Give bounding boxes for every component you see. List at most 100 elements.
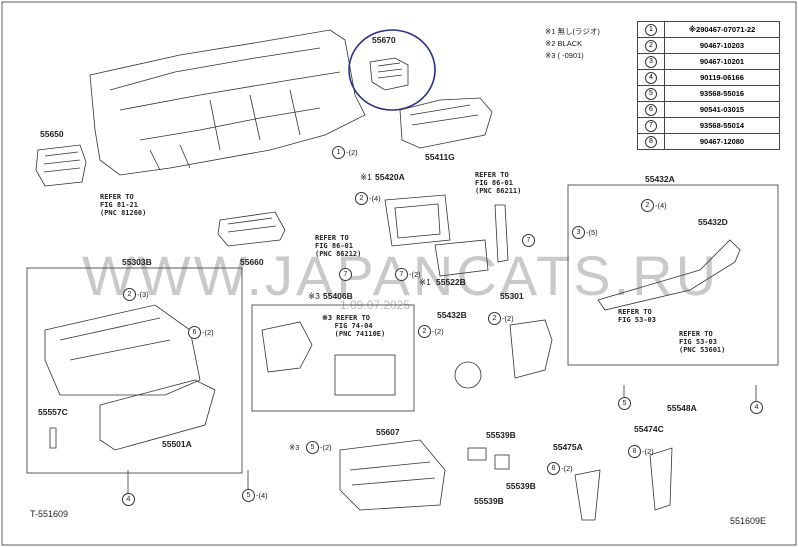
part-label-55501A[interactable]: 55501A xyxy=(162,439,192,449)
part-55432B xyxy=(454,361,482,389)
part-prefix-55522B: ※1 xyxy=(419,277,431,287)
part-prefix-55420A: ※1 xyxy=(360,172,372,182)
callout-qty: -(2) xyxy=(432,327,444,336)
callout-qty: -(2) xyxy=(320,443,332,452)
refer-note-fig-81-21[interactable]: REFER TO FIG 81-21 (PNC 81260) xyxy=(100,193,147,218)
callout-qty: -(2) xyxy=(202,328,214,337)
part-55522B-panel xyxy=(434,239,489,277)
callout-circle: 5 xyxy=(306,441,319,454)
part-label-55474C[interactable]: 55474C xyxy=(634,424,664,434)
refer-note-fig-86-01-86212[interactable]: REFER TO FIG 86-01 (PNC 86212) xyxy=(315,234,362,259)
part-prefix-55406B: ※3 xyxy=(308,291,320,301)
callout-qty: -(3) xyxy=(137,290,149,299)
callout-circle: 4 xyxy=(750,401,763,414)
part-55301 xyxy=(509,319,553,379)
callout-circle: 7 xyxy=(522,234,535,247)
note-3: ※3 ( -0901) xyxy=(545,51,584,60)
callout-qty: -(2) xyxy=(502,314,514,323)
part-label-55650[interactable]: 55650 xyxy=(40,129,64,139)
callout-circle: 7 xyxy=(395,268,408,281)
callout-qty: -(4) xyxy=(369,194,381,203)
part-55670-vent xyxy=(369,57,409,91)
part-55660-vent xyxy=(217,211,286,247)
highlight-circle xyxy=(348,29,436,111)
part-label-55301[interactable]: 55301 xyxy=(500,291,524,301)
callout-qty: -(2) xyxy=(346,148,358,157)
group-box-55432A xyxy=(567,184,779,366)
callout-circle: 3 xyxy=(572,226,585,239)
refer-note-fig-53-03-53601[interactable]: REFER TO FIG 53-03 (PNC 53601) xyxy=(679,330,726,355)
part-55475A xyxy=(574,469,601,521)
part-55406B xyxy=(261,321,313,373)
notes: ※1 無し(ラジオ) ※2 BLACK ※3 ( -0901) xyxy=(545,26,600,62)
part-55650-vent xyxy=(35,144,87,187)
part-55501A-door xyxy=(99,379,216,451)
part-label-55539B[interactable]: 55539B xyxy=(506,481,536,491)
callout-circle: 5 xyxy=(618,397,631,410)
callout-prefix: ※3 xyxy=(289,443,300,452)
part-55607 xyxy=(339,439,446,511)
callout-qty: -(2) xyxy=(561,464,573,473)
note-2: ※2 BLACK xyxy=(545,39,583,48)
part-label-55539B[interactable]: 55539B xyxy=(474,496,504,506)
table-row: 1※290467-07071-22 xyxy=(637,21,780,38)
part-label-55432B[interactable]: 55432B xyxy=(437,310,467,320)
part-label-55475A[interactable]: 55475A xyxy=(553,442,583,452)
part-55474C xyxy=(649,447,673,511)
part-55303B xyxy=(44,304,201,396)
part-label-55522B[interactable]: 55522B xyxy=(436,277,466,287)
group-box-55406B xyxy=(251,304,415,412)
callout-circle: 7 xyxy=(339,268,352,281)
callout-circle: 1 xyxy=(332,146,345,159)
part-label-55303B[interactable]: 55303B xyxy=(122,257,152,267)
part-55420A-frame xyxy=(384,194,451,247)
diagram-code-right: 551609E xyxy=(730,516,767,526)
callout-circle: 8 xyxy=(547,462,560,475)
dashboard-body xyxy=(89,29,366,176)
callout-circle: 5 xyxy=(242,489,255,502)
part-label-55432D[interactable]: 55432D xyxy=(698,217,728,227)
callout-circle: 2 xyxy=(641,199,654,212)
part-label-55411G[interactable]: 55411G xyxy=(425,152,455,162)
callout-circle: 6 xyxy=(188,326,201,339)
part-label-55670[interactable]: 55670 xyxy=(372,35,396,45)
callout-qty: -(2) xyxy=(642,447,654,456)
part-label-55406B[interactable]: 55406B xyxy=(323,291,353,301)
note-1: ※1 無し(ラジオ) xyxy=(545,27,600,36)
callout-qty: -(4) xyxy=(655,201,667,210)
diagram-code-left: T-551609 xyxy=(30,509,69,519)
part-55411G-hood xyxy=(399,97,493,149)
refer-note-fig-74-04[interactable]: ※3 REFER TO FIG 74-04 (PNC 74110E) xyxy=(322,314,386,339)
refer-note-fig-53-03[interactable]: REFER TO FIG 53-03 xyxy=(618,308,656,325)
callout-qty: -(5) xyxy=(586,228,598,237)
callout-qty: -(2) xyxy=(409,270,421,279)
part-label-55557C[interactable]: 55557C xyxy=(38,407,68,417)
part-label-55432A[interactable]: 55432A xyxy=(645,174,675,184)
group-box-55303B xyxy=(26,267,243,474)
part-55432D xyxy=(597,239,741,311)
part-label-55539B[interactable]: 55539B xyxy=(486,430,516,440)
callout-circle: 8 xyxy=(628,445,641,458)
callout-qty: -(4) xyxy=(256,491,268,500)
watermark-date: 1.09.07.2025 xyxy=(340,298,411,312)
callout-circle: 4 xyxy=(122,493,135,506)
refer-note-fig-86-01-86211[interactable]: REFER TO FIG 86-01 (PNC 86211) xyxy=(475,171,522,196)
part-label-55420A[interactable]: 55420A xyxy=(375,172,405,182)
callout-circle: 2 xyxy=(123,288,136,301)
part-label-55607[interactable]: 55607 xyxy=(376,427,400,437)
part-label-55660[interactable]: 55660 xyxy=(240,257,264,267)
callout-circle: 2 xyxy=(355,192,368,205)
part-label-55548A[interactable]: 55548A xyxy=(667,403,697,413)
callout-circle: 2 xyxy=(418,325,431,338)
